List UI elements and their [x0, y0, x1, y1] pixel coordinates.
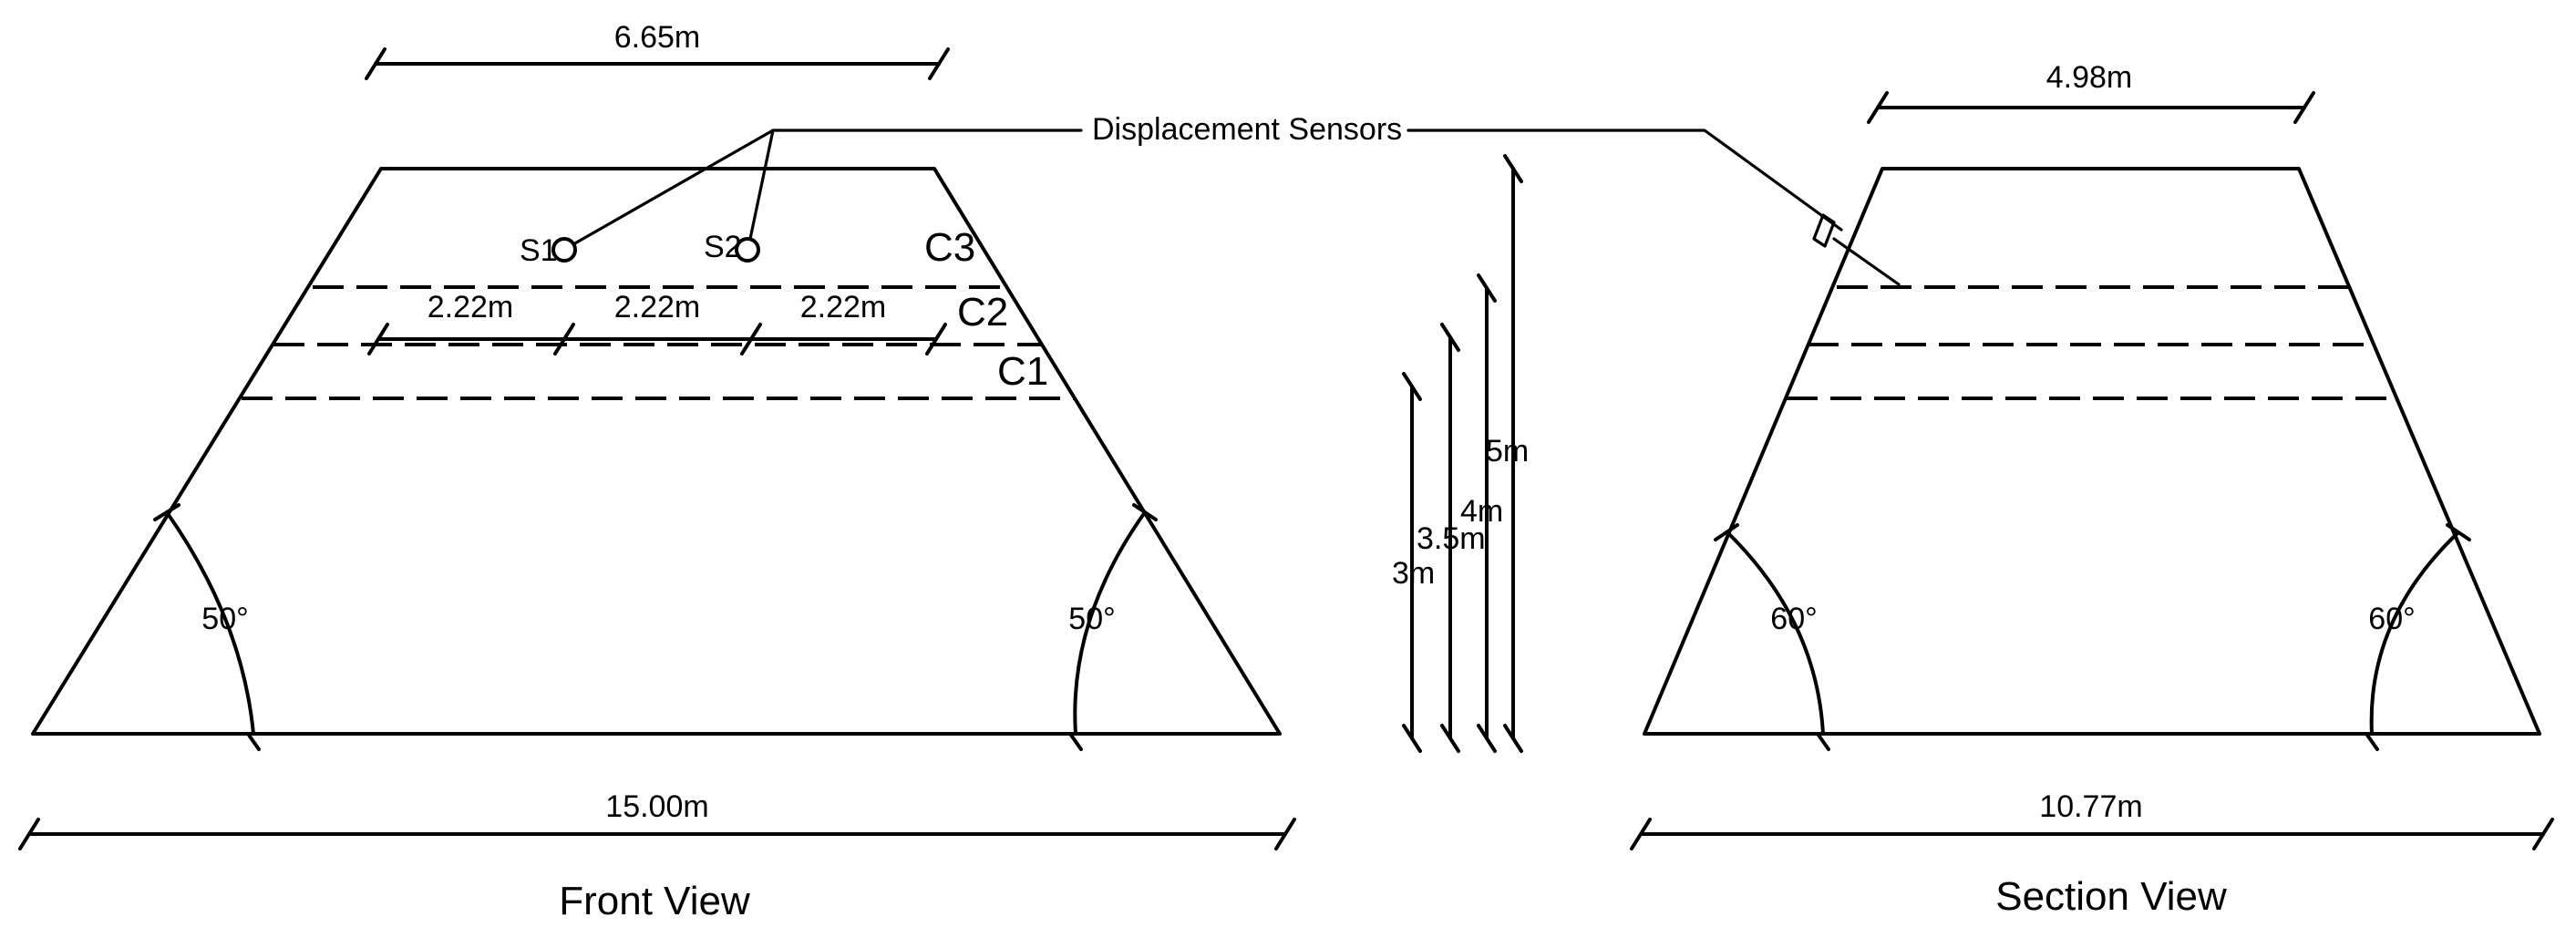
sensor-s2: [735, 237, 760, 263]
section-bottom-dimension: 10.77m: [1630, 789, 2554, 850]
height-4m: 4m: [1460, 494, 1503, 529]
front-bottom-dimension: 15.00m: [18, 789, 1296, 850]
layer-label-c1: C1: [997, 349, 1048, 394]
section-left-angle: 60°: [1770, 602, 1817, 636]
section-right-arc-tick-top: [2446, 523, 2471, 541]
section-left-angle-arc: [1726, 531, 1825, 736]
displacement-sensors-label: Displacement Sensors: [1092, 112, 1402, 147]
height-5m: 5m: [1486, 434, 1529, 469]
section-view-trapezoid: [1643, 167, 2541, 736]
front-view: C3 C2 C1 S1 S2 6.65m 2.22m 2.22m 2.22m: [18, 20, 1296, 923]
section-bottom-width: 10.77m: [2039, 789, 2142, 824]
segment-width-3: 2.22m: [800, 290, 887, 325]
front-left-arc-tick-bottom: [246, 732, 261, 751]
sensor-callout: Displacement Sensors: [572, 112, 1901, 286]
height-3-5m: 3.5m: [1417, 521, 1486, 556]
front-right-angle: 50°: [1068, 602, 1115, 636]
section-right-arc-tick-bottom: [2365, 732, 2379, 751]
front-view-trapezoid: [31, 167, 1282, 736]
front-left-arc-tick-top: [153, 503, 180, 521]
section-right-angle: 60°: [2368, 602, 2415, 636]
section-view: 4.98m 60° 60° 10.77m Section View: [1630, 60, 2554, 919]
leader-right: [1406, 129, 1843, 232]
front-right-angle-arc: [1073, 510, 1147, 736]
section-left-arc-tick-bottom: [1816, 732, 1830, 751]
section-view-title: Section View: [1995, 874, 2227, 919]
section-left-arc-tick-top: [1714, 523, 1739, 541]
height-3m: 3m: [1392, 556, 1435, 591]
leader-to-s2: [748, 129, 775, 241]
front-left-angle: 50°: [201, 602, 248, 636]
segment-width-1: 2.22m: [428, 290, 514, 325]
segment-width-2: 2.22m: [614, 290, 701, 325]
height-dimensions: 3m 3.5m 4m 5m: [1392, 154, 1529, 753]
front-right-arc-tick-top: [1132, 503, 1158, 521]
layer-label-c2: C2: [957, 290, 1008, 335]
section-top-width: 4.98m: [2046, 60, 2133, 95]
layer-label-c3: C3: [924, 225, 975, 270]
leader-to-s1: [572, 129, 775, 246]
section-top-dimension: 4.98m: [1867, 60, 2315, 124]
section-right-angle-arc: [2369, 531, 2460, 736]
front-right-arc-tick-bottom: [1068, 732, 1083, 751]
front-top-width: 6.65m: [614, 20, 701, 55]
section-sensor-marker: [1812, 213, 1836, 248]
sensor-label-s1: S1: [520, 233, 558, 268]
front-top-dimension: 6.65m: [365, 20, 950, 80]
sensor-s1: [551, 237, 577, 263]
front-bottom-width: 15.00m: [605, 789, 708, 824]
leader-right-to-layer: [1832, 237, 1901, 286]
front-segment-dimension: 2.22m 2.22m 2.22m: [367, 290, 947, 356]
sensor-label-s2: S2: [704, 230, 742, 264]
front-left-angle-arc: [165, 510, 255, 736]
front-view-title: Front View: [559, 879, 750, 923]
